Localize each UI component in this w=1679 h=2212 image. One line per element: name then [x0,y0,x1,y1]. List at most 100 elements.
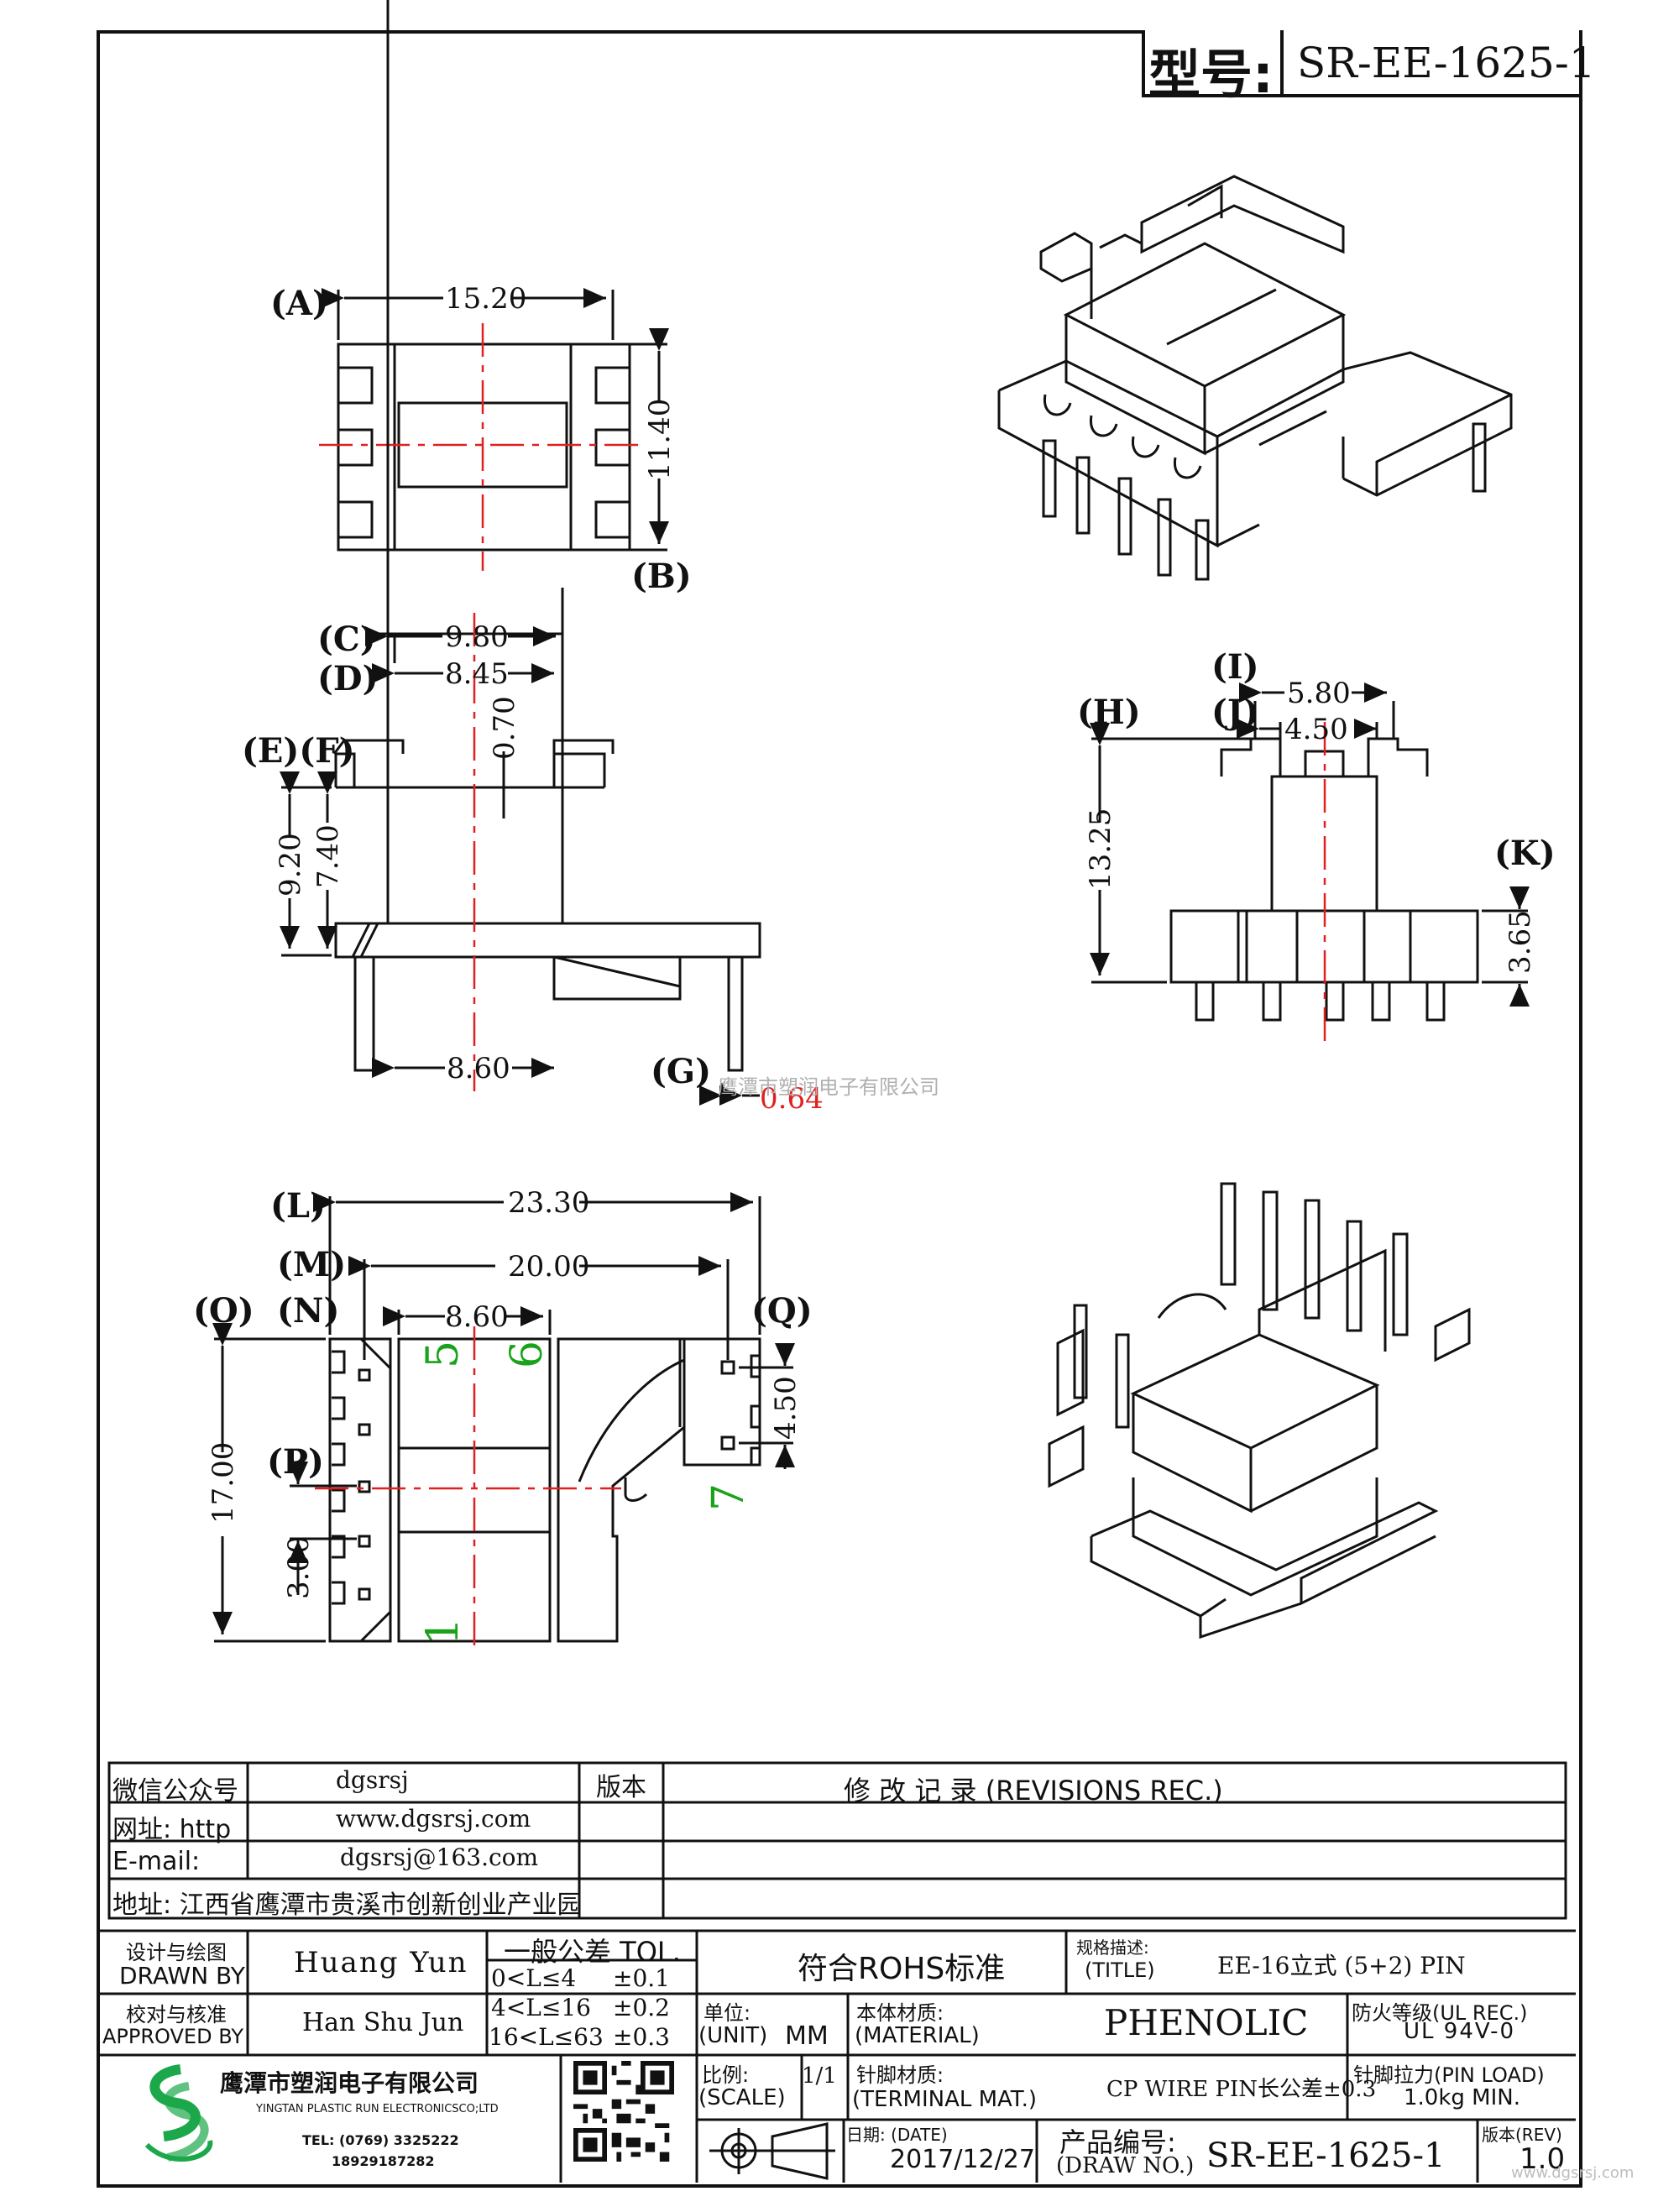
material-value: PHENOLIC [1104,2002,1309,2043]
label-ef: (E)(F) [242,731,355,771]
pinload-value: 1.0kg MIN. [1404,2085,1520,2110]
label-j: (J) [1211,693,1259,732]
terminal-label-en: (TERMINAL MAT.) [852,2087,1038,2112]
label-c: (C) [317,620,376,659]
front-view [280,0,761,1106]
company-name: 鹰潭市塑润电子有限公司 [220,2069,479,2097]
unit-label-en: (UNIT) [698,2023,768,2048]
address: 地址: 江西省鹰潭市贵溪市创新创业产业园 [112,1890,583,1920]
spec-label-en: (TITLE) [1085,1958,1155,1982]
rev-label: 版本(REV) [1482,2125,1562,2145]
label-q: (Q) [751,1291,813,1331]
tol-value-2: ±0.2 [613,1994,670,2021]
material-label-en: (MATERIAL) [855,2023,980,2048]
label-o: (O) [193,1291,254,1331]
terminal-value: CP WIRE PIN长公差±0.3 [1106,2077,1377,2102]
pin-label-1: 1 [418,1618,468,1645]
designer-name: Huang Yun [294,1946,468,1979]
scale-label-en: (SCALE) [698,2085,786,2110]
revisions-title: 修 改 记 录 (REVISIONS REC.) [844,1775,1223,1807]
label-a: (A) [270,284,328,323]
email-label: E-mail: [112,1847,201,1876]
model-box [1142,30,1579,97]
dim-m: 20.00 [508,1250,589,1284]
label-m: (M) [277,1245,346,1284]
scale-value: 1/1 [802,2063,837,2089]
label-g: (G) [651,1052,711,1091]
qr-code[interactable] [573,2061,674,2162]
company-tel: TEL: (0769) 3325222 [302,2132,459,2148]
pin-label-7: 7 [704,1483,754,1511]
dim-d: 8.45 [445,657,509,691]
wechat-label: 微信公众号 [112,1776,238,1806]
tol-range-1: 0<L≤4 [491,1964,577,1992]
dim-g: 7.40 [311,824,345,888]
dim-q: 4.50 [769,1376,803,1440]
web-label: 网址: http [112,1815,232,1844]
dim-side-w1: 5.80 [1287,677,1351,710]
pin-label-6: 6 [502,1341,552,1368]
dim-i: 0.64 [760,1082,824,1116]
model-divider [1280,30,1284,94]
designer-label-cn: 设计与绘图 [126,1941,227,1964]
material-label-cn: 本体材质: [856,2001,944,2025]
dim-f: 9.20 [274,833,307,897]
checker-label-en: APPROVED BY [102,2025,244,2048]
label-d: (D) [317,659,379,698]
tolerance-title: 一般公差 TOL. [504,1936,681,1968]
web-url[interactable]: www.dgsrsj.com [336,1805,531,1833]
fire-value: UL 94V-0 [1404,2019,1516,2044]
label-k: (K) [1494,834,1556,873]
dim-side-w2: 4.50 [1284,713,1348,746]
model-number: SR-EE-1625-1 [1297,39,1596,87]
model-label: 型号: [1148,44,1274,105]
pin-label-5: 5 [418,1341,468,1368]
label-h: (H) [1077,693,1141,732]
dim-a: 15.20 [445,282,526,316]
email-address[interactable]: dgsrsj@163.com [340,1843,539,1871]
label-i: (I) [1211,647,1259,687]
top-view [322,288,669,552]
label-n: (N) [277,1291,339,1331]
dim-e: 0.70 [488,696,521,760]
pinload-label: 针脚拉力(PIN LOAD) [1353,2063,1545,2087]
fire-label: 防火等级(UL REC.) [1352,2001,1528,2025]
tol-range-2: 4<L≤16 [491,1994,591,2021]
label-p: (P) [267,1442,324,1482]
drawno-label-en: (DRAW NO.) [1056,2153,1195,2178]
company-logo-icon [144,2064,213,2162]
checker-label-cn: 校对与核准 [126,2003,227,2026]
dim-n: 8.60 [445,1300,509,1334]
dim-o: 17.00 [207,1442,240,1524]
designer-label-en: DRAWN BY [119,1962,245,1990]
company-mobile: 18929187282 [332,2153,435,2169]
rev-value: 1.0 [1519,2142,1566,2176]
spec-label-cn: 规格描述: [1076,1937,1149,1958]
dim-side-k: 3.65 [1504,910,1537,974]
scale-label-cn: 比例: [702,2063,750,2087]
dim-h: 8.60 [447,1052,510,1085]
isometric-view-bottom [1048,1182,1471,1639]
date-label: 日期: (DATE) [846,2125,948,2145]
revision-version-label: 版本 [596,1773,646,1802]
drawno-label-cn: 产品编号: [1059,2126,1176,2158]
dim-p: 3.00 [282,1535,316,1599]
watermark: 鹰潭市塑润电子有限公司 [718,1075,939,1099]
wechat-id: dgsrsj [336,1766,409,1794]
tol-range-3: 16<L≤63 [489,2023,604,2051]
label-b: (B) [631,557,692,596]
rohs-statement: 符合ROHS标准 [798,1952,1006,1986]
tol-value-1: ±0.1 [613,1964,670,1992]
spec-value: EE-16立式 (5+2) PIN [1217,1952,1466,1979]
company-name-en: YINGTAN PLASTIC RUN ELECTRONICSCO;LTD [256,2103,499,2115]
dim-b: 11.40 [643,399,677,480]
site-footer: www.dgsrsj.com [1511,2164,1635,2182]
dim-l: 23.30 [508,1186,589,1220]
tol-value-3: ±0.3 [613,2023,670,2051]
checker-name: Han Shu Jun [302,2008,464,2037]
drawno-value: SR-EE-1625-1 [1206,2136,1446,2175]
label-l: (L) [270,1186,326,1226]
